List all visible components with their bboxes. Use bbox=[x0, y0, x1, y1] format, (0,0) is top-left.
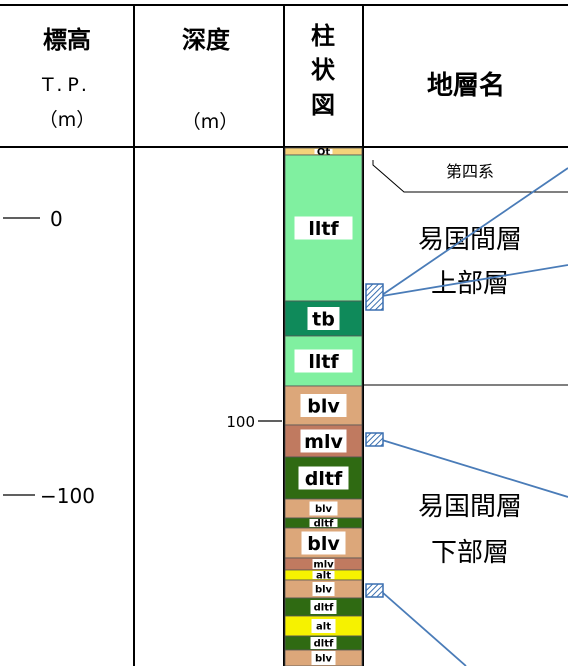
stratum-label-box-11 bbox=[312, 571, 335, 579]
depth-unit: （m） bbox=[182, 111, 239, 133]
stratum-label-0: Qt bbox=[317, 147, 331, 158]
stratum-label-4: blv bbox=[307, 395, 340, 417]
stratum-label-1: lltf bbox=[308, 218, 339, 240]
formation-boundaries bbox=[363, 160, 568, 386]
stratum-label-box-12 bbox=[312, 582, 335, 596]
column-title-3: 図 bbox=[311, 91, 335, 119]
stratum-label-5: mlv bbox=[304, 431, 343, 453]
table-grid bbox=[0, 4, 568, 666]
formation-label-lower-2: 下部層 bbox=[431, 538, 509, 568]
stratum-label-box-1 bbox=[294, 216, 353, 240]
depth-axis: 100 bbox=[226, 413, 282, 431]
formation-title: 地層名 bbox=[427, 70, 505, 101]
stratum-label-box-2 bbox=[307, 307, 340, 330]
depth-tick-label-100: 100 bbox=[226, 413, 255, 431]
stratum-label-8: dltf bbox=[314, 519, 334, 530]
stratum-label-box-10 bbox=[312, 559, 335, 569]
elevation-axis: 0 −100 bbox=[3, 207, 95, 508]
stratum-label-box-8 bbox=[309, 519, 338, 527]
formation-label-lower-1: 易国間層 bbox=[418, 492, 522, 522]
stratum-label-box-15 bbox=[310, 637, 337, 649]
stratum-label-9: blv bbox=[307, 533, 340, 555]
formation-label-quaternary: 第四系 bbox=[446, 162, 494, 181]
sample-marker-2 bbox=[365, 432, 384, 447]
elevation-sub: T.P. bbox=[41, 74, 92, 96]
strata-column: Qtlltftblltfblvmlvdltfblvdltfblvmlvaltbl… bbox=[284, 147, 363, 666]
leader-line-1a bbox=[381, 167, 568, 296]
stratum-label-box-14 bbox=[311, 619, 336, 633]
elevation-tick-label-minus100: −100 bbox=[40, 484, 95, 508]
leader-line-1b bbox=[381, 264, 568, 297]
stratum-label-10: mlv bbox=[313, 560, 334, 571]
column-title-2: 状 bbox=[311, 56, 336, 84]
formation-label-upper-1: 易国間層 bbox=[418, 225, 522, 255]
elevation-unit: （m） bbox=[39, 109, 96, 131]
leader-line-2 bbox=[381, 439, 568, 498]
stratum-label-box-0 bbox=[314, 149, 333, 154]
stratum-label-6: dltf bbox=[305, 468, 343, 490]
sample-marker-1 bbox=[365, 283, 384, 311]
header-row: 標高 T.P. （m） 深度 （m） 柱 状 図 地層名 bbox=[39, 22, 505, 133]
formation-labels: 第四系 易国間層 上部層 易国間層 下部層 bbox=[418, 162, 522, 568]
stratum-label-box-7 bbox=[309, 501, 338, 516]
stratum-label-14: alt bbox=[316, 622, 331, 633]
stratum-label-13: dltf bbox=[314, 603, 334, 614]
column-title-1: 柱 bbox=[311, 22, 335, 50]
sample-marker-3 bbox=[365, 583, 384, 598]
stratum-label-box-13 bbox=[310, 600, 337, 614]
formation-label-upper-2: 上部層 bbox=[431, 269, 509, 299]
stratum-label-box-5 bbox=[300, 429, 347, 453]
stratum-label-box-6 bbox=[298, 466, 349, 490]
stratum-label-11: alt bbox=[316, 571, 331, 582]
stratum-label-box-4 bbox=[300, 394, 347, 417]
stratum-label-2: tb bbox=[312, 308, 335, 330]
elevation-title: 標高 bbox=[43, 26, 91, 54]
stratum-label-box-16 bbox=[311, 651, 336, 665]
stratum-label-box-9 bbox=[301, 531, 346, 555]
stratum-label-12: blv bbox=[315, 585, 333, 596]
leader-line-3 bbox=[381, 591, 467, 666]
stratum-label-15: dltf bbox=[314, 639, 334, 650]
stratum-label-16: blv bbox=[315, 654, 333, 665]
sample-markers bbox=[365, 167, 568, 666]
depth-title: 深度 bbox=[182, 26, 231, 54]
stratum-label-3: lltf bbox=[308, 351, 339, 373]
elevation-tick-label-0: 0 bbox=[50, 207, 63, 231]
quaternary-boundary bbox=[372, 160, 568, 193]
stratum-label-7: blv bbox=[315, 504, 333, 515]
stratum-label-box-3 bbox=[294, 349, 353, 373]
